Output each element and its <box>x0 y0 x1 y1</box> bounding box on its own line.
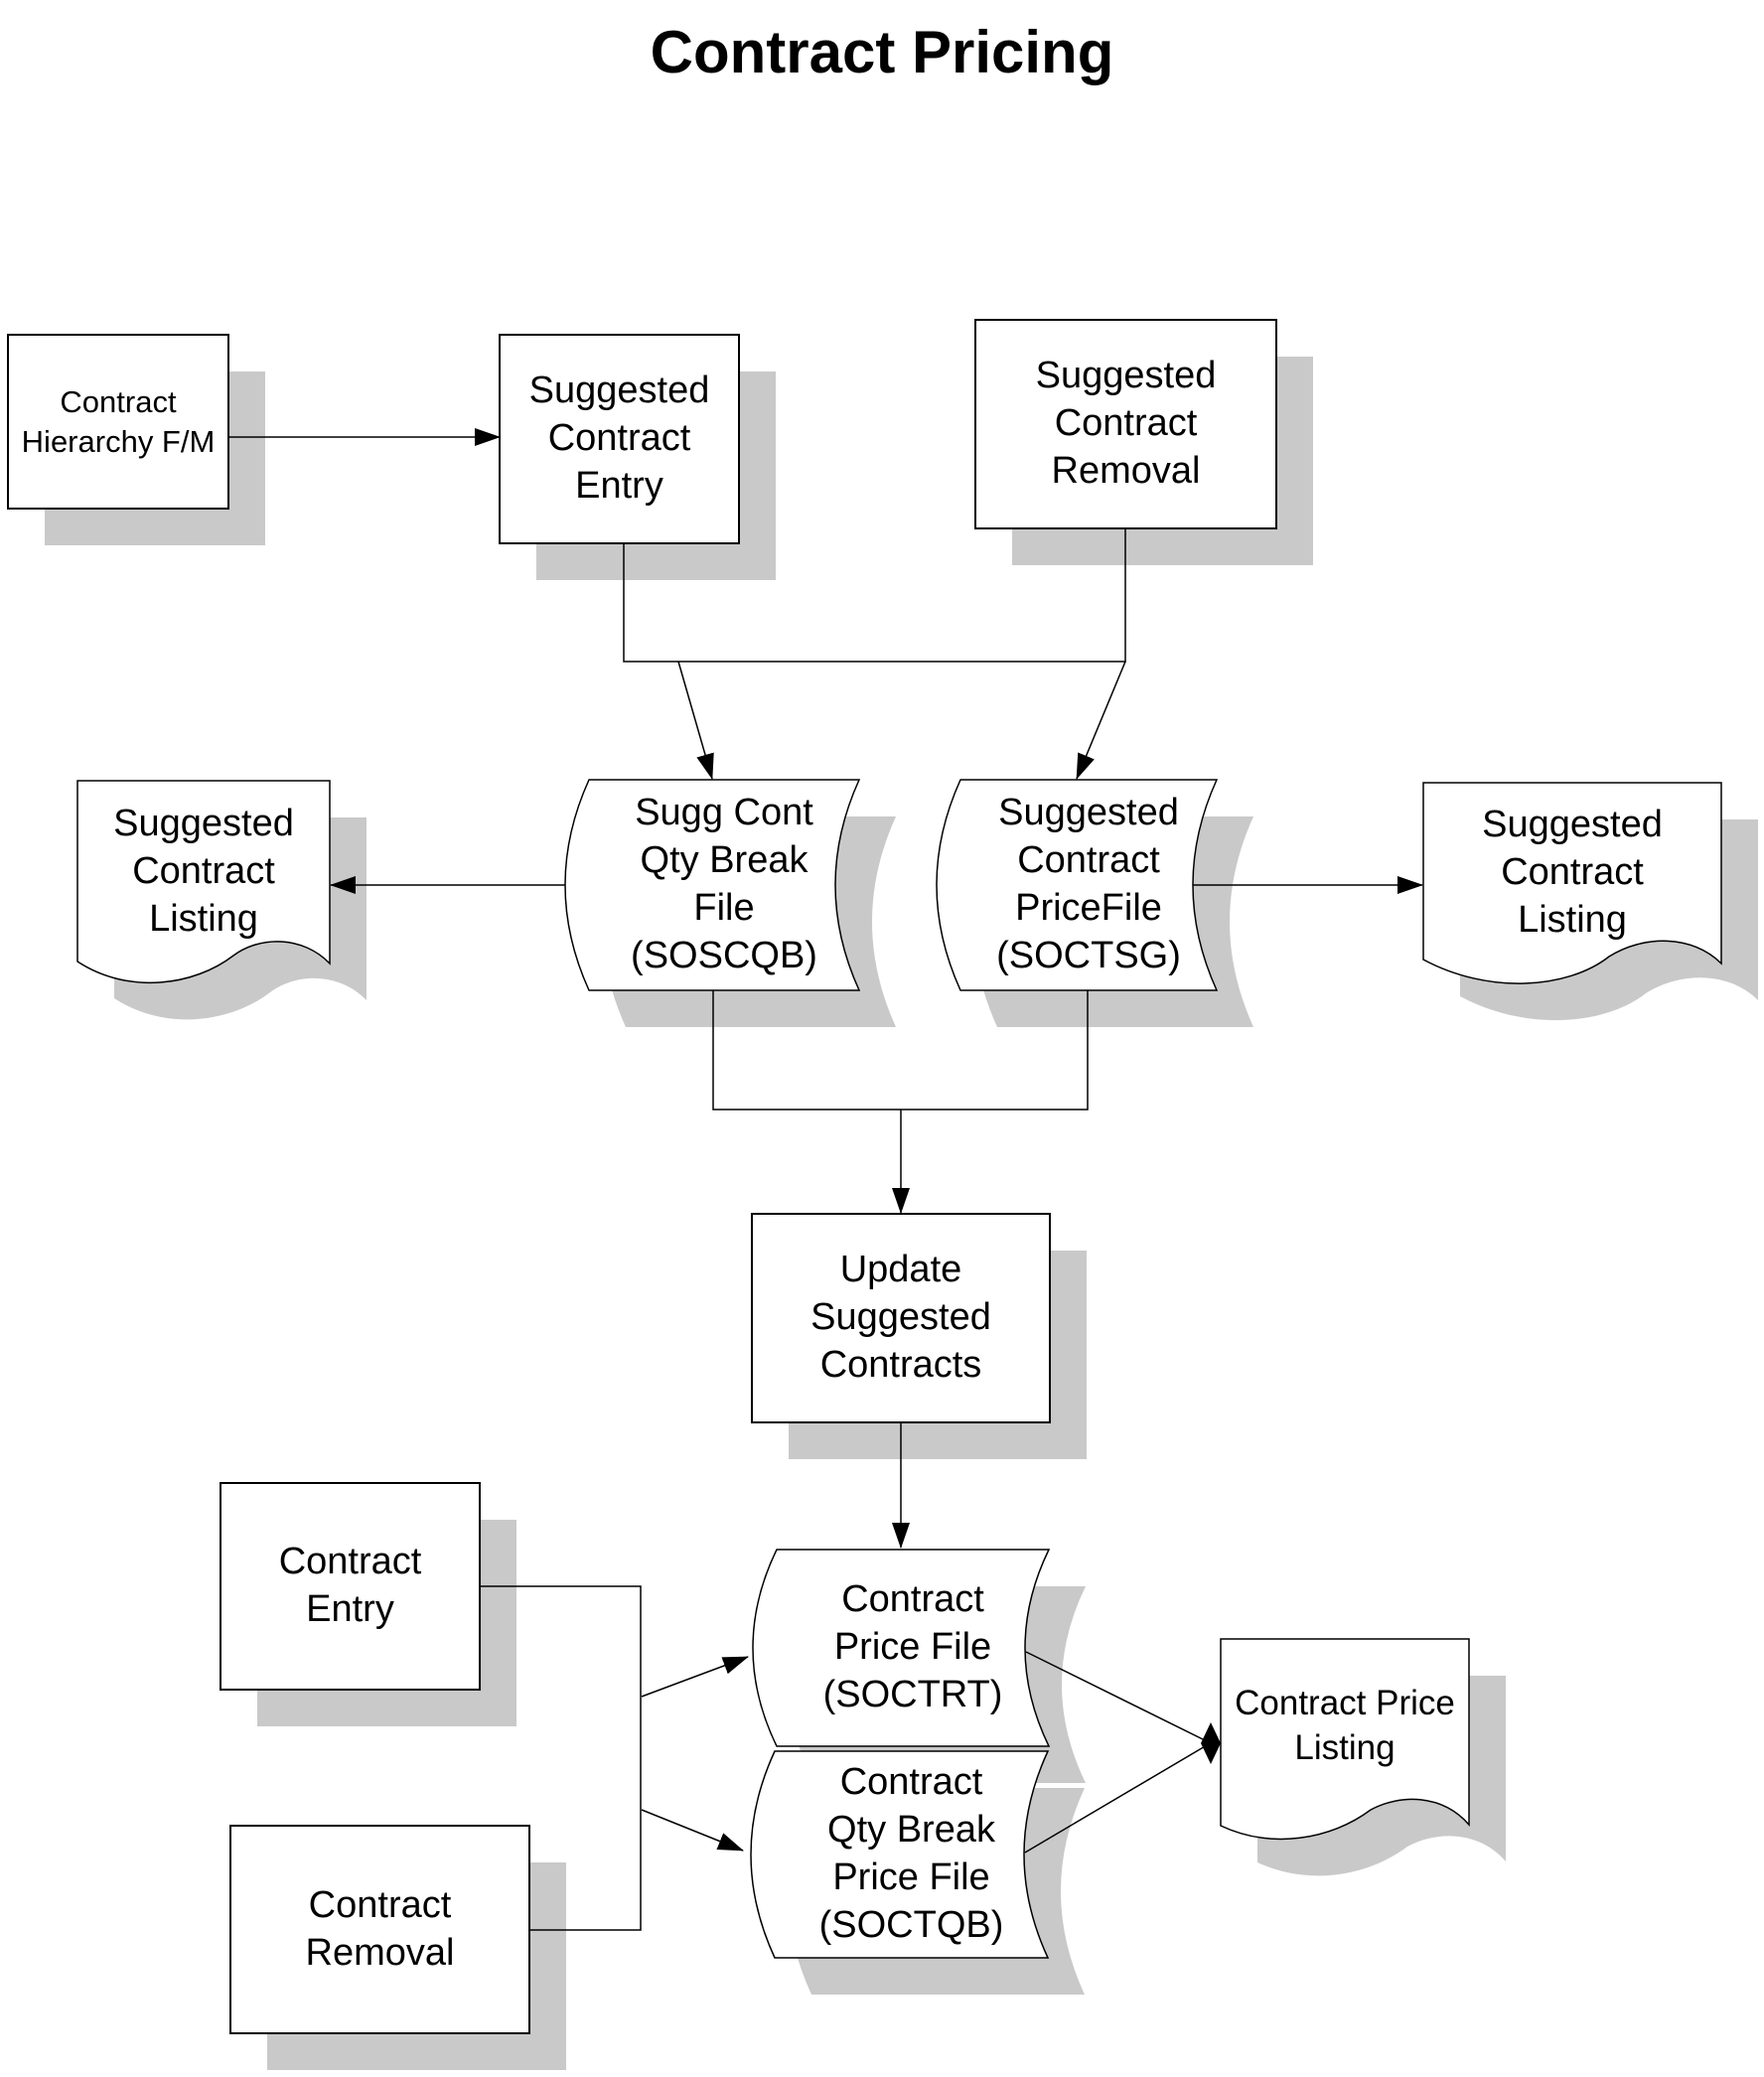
node-update-suggested-contracts: Update Suggested Contracts <box>810 1249 991 1386</box>
node-suggested-contract-listing-left: Suggested Contract Listing <box>113 803 294 940</box>
connector-bus-to-soscqb <box>677 661 714 780</box>
connector-layer <box>228 428 1423 1931</box>
connector-soctrt-to-price-listing <box>1025 1651 1208 1742</box>
connector-soctqb-to-price-listing <box>1024 1744 1208 1854</box>
shape-contract-hierarchy-fm <box>7 334 229 510</box>
shape-suggested-contract-entry <box>499 334 740 544</box>
shape-suggested-contract-listing-left <box>76 780 331 984</box>
shape-contract-qty-break-price-file <box>750 1750 1050 1959</box>
node-contract-hierarchy-fm: Contract Hierarchy F/M <box>21 384 216 459</box>
node-contract-price-listing: Contract Price Listing <box>1235 1684 1455 1767</box>
shape-suggested-contract-removal <box>974 319 1277 529</box>
node-sugg-cont-qty-break-file: Sugg Cont Qty Break File (SOSCQB) <box>631 792 817 976</box>
connector-bus-to-soctqb <box>641 1809 744 1852</box>
shape-suggested-contract-pricefile <box>936 779 1219 991</box>
node-suggested-contract-entry: Suggested Contract Entry <box>528 370 710 507</box>
connector-entry-removal-bottom-bus <box>480 1585 642 1931</box>
node-contract-price-file: Contract Price File (SOCTRT) <box>822 1578 1003 1715</box>
shape-contract-price-file <box>752 1549 1051 1747</box>
shape-layer <box>7 319 1722 2034</box>
node-contract-entry: Contract Entry <box>278 1541 422 1630</box>
connector-bus-to-soctsg <box>1076 661 1126 780</box>
shape-sugg-cont-qty-break-file <box>564 779 861 991</box>
node-suggested-contract-removal: Suggested Contract Removal <box>1035 355 1217 492</box>
node-contract-removal: Contract Removal <box>305 1883 455 1974</box>
connector-bus-to-soctrt <box>641 1656 749 1698</box>
shape-contract-price-listing <box>1220 1638 1470 1841</box>
node-suggested-contract-pricefile: Suggested Contract PriceFile (SOCTSG) <box>996 792 1181 976</box>
diamond-arrowhead-price-listing <box>1201 1722 1221 1764</box>
node-suggested-contract-listing-right: Suggested Contract Listing <box>1482 804 1663 941</box>
shape-contract-removal <box>229 1825 530 2034</box>
connector-entry-removal-bus <box>623 528 1126 663</box>
shape-suggested-contract-listing-right <box>1422 782 1722 984</box>
node-contract-qty-break-price-file: Contract Qty Break Price File (SOCTQB) <box>818 1761 1004 1946</box>
page-title: Contract Pricing <box>650 19 1114 85</box>
